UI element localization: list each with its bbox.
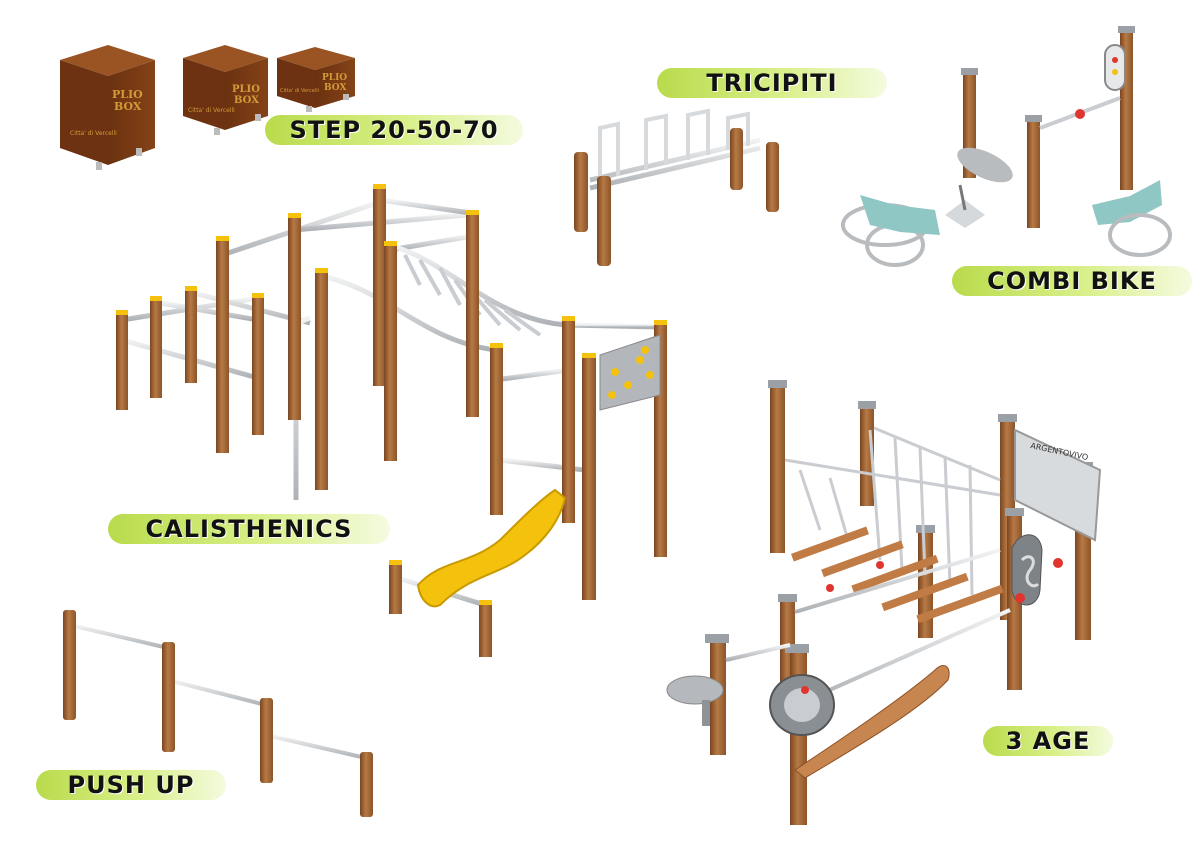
label-tricipiti: TRICIPITI	[657, 68, 887, 98]
push-up-station	[63, 610, 373, 817]
plio-box-brand-1: PLIO	[112, 88, 143, 101]
plio-box-medium: PLIO BOX Citta' di Vercelli	[183, 45, 268, 135]
combi-bike-station	[841, 26, 1172, 267]
label-three-age: 3 AGE	[983, 726, 1113, 756]
plio-box-small: PLIO BOX Citta' di Vercelli	[277, 47, 355, 112]
plio-box-maker: Citta' di Vercelli	[70, 130, 117, 137]
plio-box-brand-2: BOX	[234, 95, 259, 106]
calisthenics-station	[116, 184, 667, 657]
plio-box-brand-1: PLIO	[322, 73, 347, 83]
label-push-up: PUSH UP	[36, 770, 226, 800]
plio-box-tall: PLIO BOX Citta' di Vercelli	[60, 45, 155, 170]
label-step: STEP 20-50-70	[265, 115, 523, 145]
label-combi-bike: COMBI BIKE	[952, 266, 1192, 296]
plio-box-brand-1: PLIO	[232, 84, 260, 95]
plio-box-brand-2: BOX	[324, 83, 346, 93]
three-age-station: ARGENTOVIVO	[666, 380, 1102, 825]
label-calisthenics: CALISTHENICS	[108, 514, 390, 544]
plio-box-brand-2: BOX	[114, 100, 142, 113]
tricipiti-station	[574, 108, 779, 266]
plio-box-maker: Citta' di Vercelli	[188, 107, 235, 114]
plio-box-maker: Citta' di Vercelli	[280, 88, 319, 94]
